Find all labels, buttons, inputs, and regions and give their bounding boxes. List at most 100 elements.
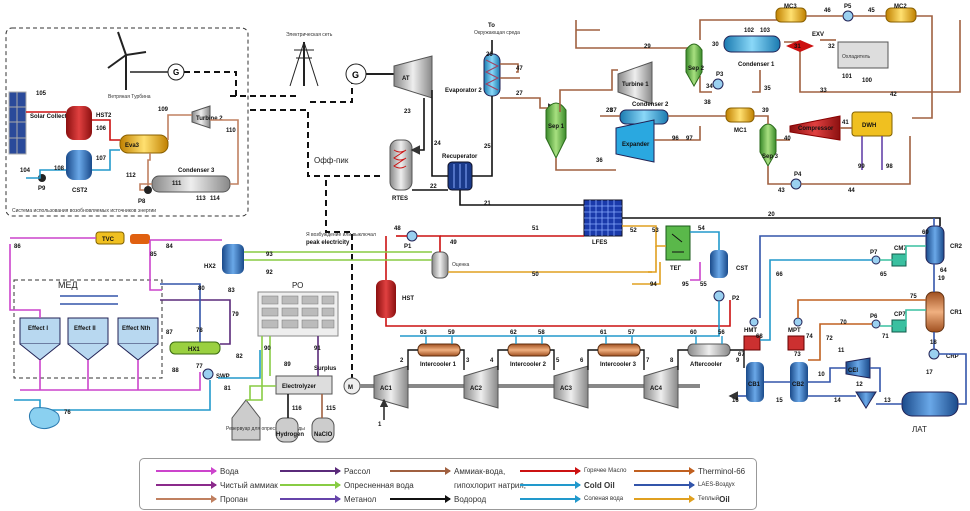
svg-text:12: 12 xyxy=(856,382,863,388)
svg-text:87: 87 xyxy=(166,330,173,336)
surplus-label: Surplus xyxy=(314,366,337,372)
svg-text:74: 74 xyxy=(806,334,813,340)
svg-text:86: 86 xyxy=(14,244,21,250)
svg-text:89: 89 xyxy=(284,362,291,368)
mc2-mixer xyxy=(885,7,917,23)
svg-text:G: G xyxy=(173,68,179,77)
svg-text:71: 71 xyxy=(882,334,889,340)
svg-text:103: 103 xyxy=(760,28,771,34)
p1-label: P1 xyxy=(404,244,412,250)
svg-text:6: 6 xyxy=(580,358,584,364)
mc3-mixer xyxy=(775,7,807,23)
legend-item-methanol: Метанол xyxy=(280,493,376,505)
legend-item-hydrogen: Водород xyxy=(390,493,486,505)
svg-text:24: 24 xyxy=(434,141,441,147)
condenser3-label: Condenser 3 xyxy=(178,168,215,174)
svg-text:68: 68 xyxy=(756,334,763,340)
svg-text:67: 67 xyxy=(738,352,745,358)
condenser1-exchanger xyxy=(723,35,781,53)
legend-item-pure-ammonia: Чистый аммиак xyxy=(156,479,278,491)
intercooler2 xyxy=(507,343,551,357)
svg-text:55: 55 xyxy=(700,282,707,288)
lat-label: ЛАТ xyxy=(912,425,927,434)
pump-mpt-icon xyxy=(793,317,803,327)
svg-text:79: 79 xyxy=(232,312,239,318)
svg-text:8: 8 xyxy=(670,358,674,364)
compressor-icon xyxy=(789,115,841,141)
electrolyzer-unit xyxy=(275,375,333,395)
motor-label: M xyxy=(348,385,353,391)
mc3-label: MC3 xyxy=(784,4,797,10)
power-grid-tower-icon xyxy=(289,41,319,87)
svg-text:58: 58 xyxy=(538,330,545,336)
svg-text:29: 29 xyxy=(644,44,651,50)
cr1-tank xyxy=(925,291,945,333)
seawater-source-icon xyxy=(28,407,60,430)
svg-text:92: 92 xyxy=(266,270,273,276)
svg-text:114: 114 xyxy=(210,196,220,202)
cr2-tank xyxy=(925,225,945,265)
hst-tank xyxy=(376,280,396,318)
svg-text:85: 85 xyxy=(150,252,157,258)
svg-text:52: 52 xyxy=(630,228,637,234)
med-label: МЕД xyxy=(58,280,78,290)
intercooler3 xyxy=(597,343,641,357)
svg-text:57: 57 xyxy=(628,330,635,336)
ac2-label: AC2 xyxy=(470,386,483,392)
svg-text:20: 20 xyxy=(768,212,775,218)
ac3-label: AC3 xyxy=(560,386,573,392)
svg-text:45: 45 xyxy=(868,8,875,14)
hx1-label: HX1 xyxy=(188,347,200,353)
svg-text:54: 54 xyxy=(698,226,705,232)
methanol-evaporator xyxy=(431,251,449,279)
svg-text:37: 37 xyxy=(610,108,617,114)
svg-text:90: 90 xyxy=(264,346,271,352)
teg-label: ТЕГ xyxy=(670,266,682,272)
svg-text:63: 63 xyxy=(420,330,427,336)
evaporator2-label: Evaporator 2 xyxy=(445,88,482,94)
cei-expander xyxy=(845,357,871,379)
cb2-label: CB2 xyxy=(792,382,805,388)
svg-text:28: 28 xyxy=(606,108,613,114)
legend-box: Вода Чистый аммиак Пропан Рассол Опресне… xyxy=(139,458,757,510)
legend-item-desal-water: Опресненная вода xyxy=(280,479,414,491)
svg-text:59: 59 xyxy=(448,330,455,336)
exv-label: EXV xyxy=(812,32,824,38)
rtes-label: RTES xyxy=(392,196,408,202)
svg-text:32: 32 xyxy=(828,44,835,50)
p3-label: P3 xyxy=(716,72,724,78)
svg-text:23: 23 xyxy=(404,109,411,115)
power-grid-label: Электрическая сеть xyxy=(286,32,333,38)
pump-p1-icon xyxy=(406,230,418,242)
svg-text:35: 35 xyxy=(764,86,771,92)
effect1-label: Effect I xyxy=(28,326,48,332)
ic3-label: Intercooler 3 xyxy=(600,362,637,368)
solar-collector-label: Solar Collector xyxy=(30,114,73,120)
svg-text:1: 1 xyxy=(378,422,382,428)
svg-text:14: 14 xyxy=(834,398,841,404)
svg-text:84: 84 xyxy=(166,244,173,250)
svg-text:25: 25 xyxy=(484,144,491,150)
svg-text:107: 107 xyxy=(96,156,107,162)
eva3-exchanger xyxy=(119,134,169,154)
p2-label: P2 xyxy=(732,296,740,302)
reservoir-tank xyxy=(231,399,261,441)
effectn-vessel xyxy=(117,317,159,361)
svg-text:73: 73 xyxy=(794,352,801,358)
mpt-unit xyxy=(787,335,805,351)
turbine1-label: Turbine 1 xyxy=(622,82,649,88)
cr1-label: CR1 xyxy=(950,310,963,316)
naclo-label: NaClO xyxy=(314,432,333,438)
hydrogen-tank xyxy=(275,417,299,443)
svg-text:41: 41 xyxy=(842,120,849,126)
svg-text:72: 72 xyxy=(826,336,833,342)
svg-text:49: 49 xyxy=(450,240,457,246)
hst2-label: HST2 xyxy=(96,113,112,119)
svg-text:11: 11 xyxy=(838,348,845,354)
aftercooler-label: Aftercooler xyxy=(690,362,723,368)
aftercooler xyxy=(687,343,731,357)
mpt-label: MPT xyxy=(788,328,801,334)
peak-electricity-label: peak electricity xyxy=(306,240,350,246)
p7-label: P7 xyxy=(870,250,878,256)
pump-p6-icon xyxy=(871,319,881,329)
